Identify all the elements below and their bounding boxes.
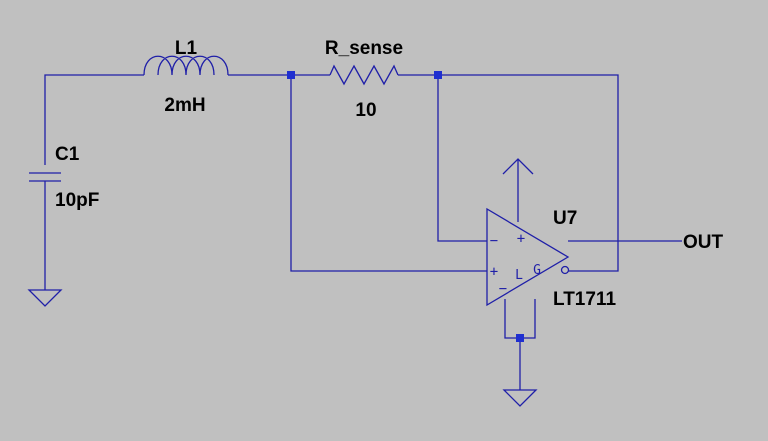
net-label-out: OUT [683, 232, 724, 253]
inductor-l1-value: 2mH [164, 95, 205, 116]
wire-rsense-to-output [398, 74, 619, 272]
comparator-pin-ground: G [533, 263, 541, 278]
comparator-inverted-output-bubble [560, 265, 570, 275]
resistor-rsense-value: 10 [355, 100, 376, 121]
comparator-pin-plus-a: + [517, 231, 525, 247]
resistor-rsense-ref: R_sense [325, 38, 403, 59]
comparator-pin-plus-b: + [490, 264, 498, 280]
ground-symbol-u7 [502, 389, 538, 407]
resistor-rsense-symbol [329, 64, 399, 86]
comparator-pin-minus-a: − [490, 233, 498, 249]
ground-symbol-c1 [27, 289, 63, 307]
junction-node-b [434, 71, 442, 79]
junction-node-a [287, 71, 295, 79]
inductor-l1-ref: L1 [175, 38, 198, 59]
capacitor-c1-symbol [29, 172, 61, 182]
comparator-pin-minus-b: − [499, 281, 507, 297]
wire-latch-pin [504, 299, 536, 339]
comparator-u7-ref: U7 [553, 208, 577, 229]
comparator-pin-latch: L [515, 268, 523, 283]
comparator-u7-part: LT1711 [553, 289, 616, 310]
wire-node-a-to-plus-input [290, 75, 487, 272]
junction-ground-node [516, 334, 524, 342]
wire-node-b-to-minus-input [437, 75, 487, 242]
capacitor-c1-value: 10pF [55, 190, 99, 211]
comparator-u7-body [486, 207, 570, 307]
capacitor-c1-ref: C1 [55, 144, 80, 165]
inductor-l1-symbol [143, 55, 229, 76]
wire-c1-to-l1 [44, 74, 144, 165]
wires [44, 74, 682, 390]
